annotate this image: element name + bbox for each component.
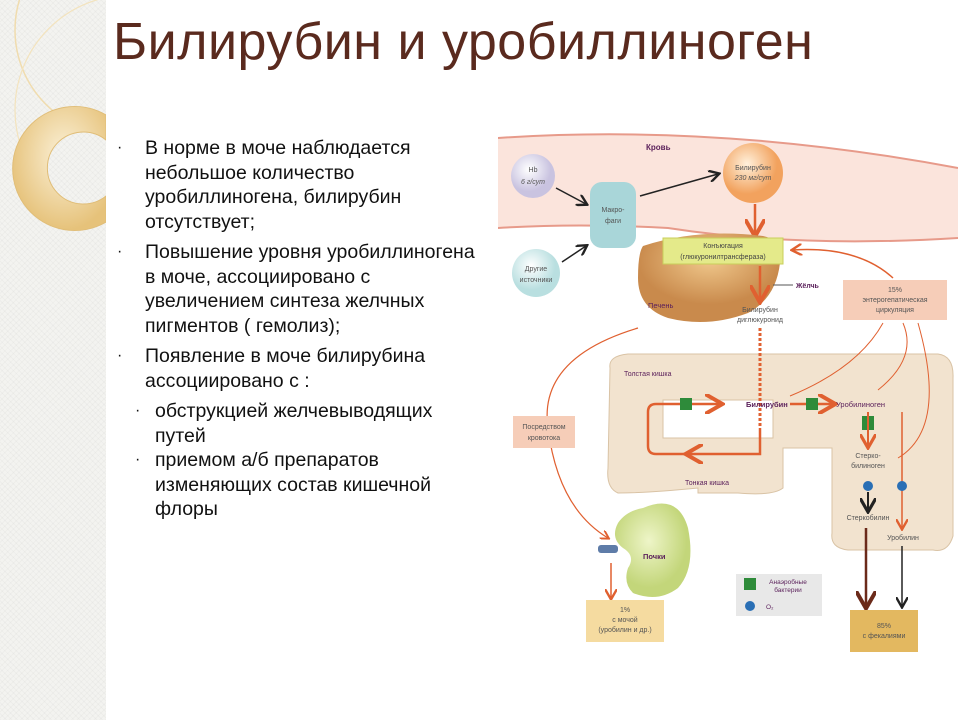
kidney-shape	[614, 503, 691, 597]
bullet-icon: ·	[117, 347, 123, 364]
bullet-icon: ·	[117, 243, 123, 260]
via-blood-label-2: кровотока	[528, 435, 560, 442]
feces-output-box	[850, 610, 918, 652]
feces-percent: 85%	[877, 623, 891, 630]
conjugation-box	[662, 237, 784, 265]
bullet-item: · Появление в моче билирубина ассоцииров…	[117, 344, 487, 393]
feces-label: с фекалиями	[863, 633, 906, 640]
small-intestine-label: Тонкая кишка	[685, 480, 729, 487]
bullet-icon: ·	[135, 451, 141, 468]
hemoglobin-node	[511, 154, 555, 198]
bullet-text: Повышение уровня уробиллиногена в моче, …	[145, 241, 475, 337]
urine-label: с мочой	[612, 616, 638, 624]
bilirubin-gut-label: Билирубин	[746, 400, 788, 409]
oxygen-marker	[897, 481, 907, 491]
stercobilin-label: Стеркобилин	[847, 514, 890, 522]
bacteria-marker	[806, 398, 818, 410]
stercobilinogen-label-2: билиноген	[851, 462, 885, 470]
bilirubin-blood-node	[723, 143, 783, 203]
kidneys-label: Почки	[643, 552, 666, 561]
sub-bullet-item: · приемом а/б препаратов изменяющих сост…	[135, 448, 487, 522]
urine-label-2: (уробилин и др.)	[598, 626, 651, 634]
enterohepatic-label-2: циркуляция	[876, 307, 914, 314]
large-intestine-label: Толстая кишка	[624, 371, 672, 378]
other-sources-label-2: источники	[520, 277, 553, 284]
bullet-text: В норме в моче наблюдается небольшое кол…	[145, 137, 411, 233]
bilirubin-metabolism-diagram: Кровь Hb 6 г/сут Макро- фаги Другие исто…	[498, 133, 958, 652]
other-sources-node	[512, 249, 560, 297]
bullet-item: · Повышение уровня уробиллиногена в моче…	[117, 240, 487, 338]
via-blood-label: Посредством	[522, 424, 565, 431]
legend-oxygen-label: O₂	[766, 604, 774, 611]
legend-bacteria-label: Анаэробные	[769, 578, 807, 586]
legend-bacteria-icon	[744, 578, 756, 590]
liver-label: Печень	[648, 301, 674, 310]
bile-label: Жёлчь	[795, 283, 820, 290]
bilirubin-blood-label: Билирубин	[735, 164, 771, 172]
diglucuronide-label: Билирубин	[742, 306, 778, 314]
hb-amount: 6 г/сут	[521, 179, 545, 186]
urobilin-label: Уробилин	[887, 534, 919, 542]
bullet-item: · В норме в моче наблюдается небольшое к…	[117, 136, 487, 234]
urine-output-box	[586, 600, 664, 642]
macrophages-label-2: фаги	[605, 218, 621, 225]
enterohepatic-box	[843, 280, 947, 320]
enterohepatic-label: энтерогепатическая	[862, 297, 927, 304]
legend-bacteria-label-2: бактерии	[774, 586, 802, 594]
urobilinogen-label: Уробилиноген	[836, 400, 885, 409]
conjugation-label: Конъюгация	[703, 243, 743, 250]
via-blood-box	[513, 416, 575, 448]
legend-oxygen-icon	[745, 601, 755, 611]
bullet-text: Появление в моче билирубина ассоциирован…	[145, 345, 426, 392]
bacteria-marker	[680, 398, 692, 410]
stercobilinogen-label: Стерко-	[855, 453, 881, 460]
sub-bullet-text: приемом а/б препаратов изменяющих состав…	[155, 449, 431, 520]
blood-label: Кровь	[646, 143, 671, 152]
enterohepatic-percent: 15%	[888, 287, 902, 294]
sub-bullet-item: · обструкцией желчевыводящих путей	[135, 399, 487, 448]
bullet-list: · В норме в моче наблюдается небольшое к…	[117, 136, 487, 522]
hb-label: Hb	[529, 167, 538, 174]
conjugation-enzyme: (глюкуронилтрансфераза)	[680, 254, 765, 261]
sub-bullet-text: обструкцией желчевыводящих путей	[155, 400, 433, 447]
decorative-rings	[12, 0, 106, 231]
bullet-icon: ·	[117, 139, 123, 156]
bilirubin-blood-amount: 230 мг/сут	[734, 175, 772, 182]
macrophages-label: Макро-	[602, 207, 626, 214]
bullet-icon: ·	[135, 402, 141, 419]
other-sources-label: Другие	[525, 266, 548, 273]
diglucuronide-label-2: диглюкуронид	[737, 317, 783, 324]
ureter-shape	[598, 545, 618, 553]
oxygen-marker	[863, 481, 873, 491]
urine-percent: 1%	[620, 607, 630, 614]
slide-title: Билирубин и уробиллиноген	[113, 13, 814, 71]
macrophages-node	[590, 182, 636, 248]
